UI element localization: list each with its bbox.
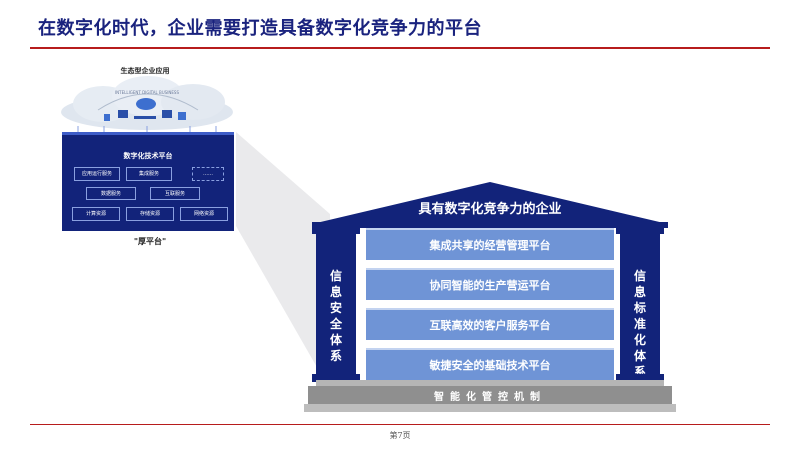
left-pillar: 信息安全体系 xyxy=(316,228,356,380)
right-pillar-label: 信息标准化体系 xyxy=(633,269,646,379)
left-pillar-label: 信息安全体系 xyxy=(329,269,342,363)
cloud-caption: INTELLIGENT DIGITAL BUSINESS xyxy=(115,90,179,95)
thick-platform-caption: "厚平台" xyxy=(133,237,167,246)
cell-interconnect: 互联服务 xyxy=(150,187,200,200)
footer-divider xyxy=(30,424,770,425)
platform-title: 数字化技术平台 xyxy=(123,152,173,160)
floor-infrastructure: 敏捷安全的基础技术平台 xyxy=(366,348,614,380)
eco-app-label: 生态型企业应用 xyxy=(120,67,170,75)
right-pillar: 信息标准化体系 xyxy=(620,228,660,380)
cell-storage: 存储资源 xyxy=(126,207,174,221)
house-base-top xyxy=(316,380,664,388)
cell-network: 网络资源 xyxy=(180,207,228,221)
cell-more: …… xyxy=(192,167,224,181)
digital-tech-platform: 数字化技术平台 应用运行服务 集成服务 …… 数据服务 互联服务 计算资源 存储… xyxy=(62,132,234,231)
floor-production: 协同智能的生产营运平台 xyxy=(366,268,614,300)
house-base-bottom xyxy=(304,404,676,412)
cell-integration: 集成服务 xyxy=(126,167,172,181)
floor-management: 集成共享的经营管理平台 xyxy=(366,228,614,260)
roof-label: 具有数字化竞争力的企业 xyxy=(418,202,562,217)
base-label: 智能化管控机制 xyxy=(434,391,546,403)
house-base: 智能化管控机制 xyxy=(308,386,672,404)
page-number: 第7页 xyxy=(389,431,411,440)
slide-title: 在数字化时代，企业需要打造具备数字化竞争力的平台 xyxy=(38,18,482,39)
left-pillar-base xyxy=(312,374,360,382)
floor-customer: 互联高效的客户服务平台 xyxy=(366,308,614,340)
cell-compute: 计算资源 xyxy=(72,207,120,221)
cell-app-runtime: 应用运行服务 xyxy=(74,167,120,181)
cloud-icon: INTELLIGENT DIGITAL BUSINESS xyxy=(61,76,233,132)
title-divider xyxy=(30,47,770,49)
cell-data: 数据服务 xyxy=(86,187,136,200)
right-pillar-base xyxy=(616,374,664,382)
